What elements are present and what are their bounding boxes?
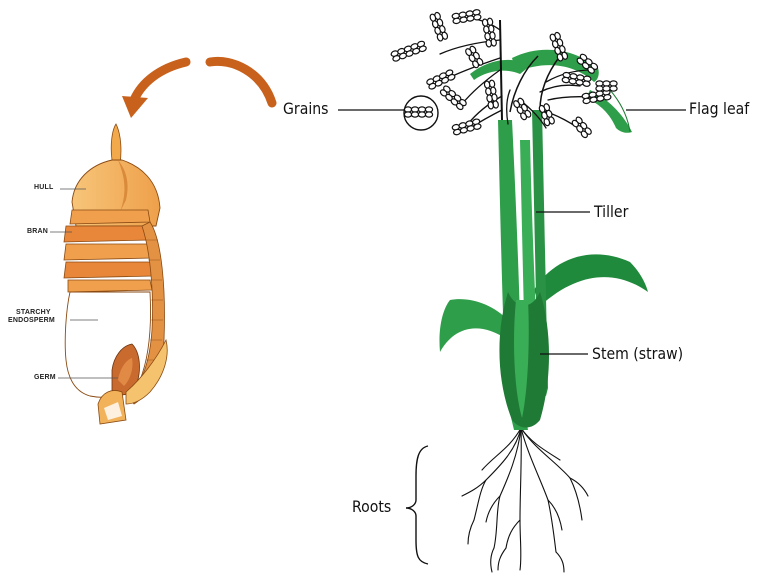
label-bran: BRAN	[27, 228, 48, 236]
grain-bead	[404, 112, 411, 117]
grain-bead	[425, 112, 432, 117]
rice-grain-illustration	[64, 124, 167, 424]
grain-cluster	[429, 12, 448, 42]
label-germ: GERM	[34, 374, 56, 382]
label-endosperm-line1: STARCHY	[8, 309, 55, 317]
grain-cluster	[390, 40, 427, 62]
grain-cluster	[404, 107, 432, 117]
grain-cluster	[452, 9, 482, 24]
rice-plant	[439, 18, 648, 572]
label-endosperm-line2: ENDOSPERM	[8, 317, 55, 325]
label-endosperm: STARCHY ENDOSPERM	[8, 309, 55, 325]
grain-cluster	[465, 45, 484, 68]
grain-bead	[576, 79, 584, 85]
label-stem: Stem (straw)	[592, 345, 683, 363]
grain-bead	[418, 112, 425, 117]
grain-cluster	[482, 18, 497, 48]
grain-bead	[596, 86, 603, 91]
grain-bead	[582, 80, 590, 86]
grain-cluster	[571, 116, 592, 139]
label-tiller: Tiller	[594, 203, 628, 221]
label-roots: Roots	[352, 498, 391, 516]
bran-layers	[64, 210, 154, 292]
grain-bead	[562, 77, 570, 83]
grain-bead	[411, 112, 418, 117]
label-flag-leaf: Flag leaf	[689, 100, 749, 118]
roots-illustration	[462, 428, 588, 572]
curved-arrow	[122, 61, 272, 118]
grain-cluster	[452, 118, 482, 135]
roots-brace	[406, 446, 428, 564]
grain-cluster	[596, 81, 617, 91]
label-grains: Grains	[283, 100, 328, 118]
grain-cluster	[513, 97, 532, 120]
grain-bead	[610, 86, 617, 91]
grain-bead	[603, 86, 610, 91]
grain-cluster	[439, 85, 467, 111]
grain-cluster	[484, 80, 499, 110]
label-hull: HULL	[34, 184, 53, 192]
grain-cluster	[426, 69, 456, 90]
